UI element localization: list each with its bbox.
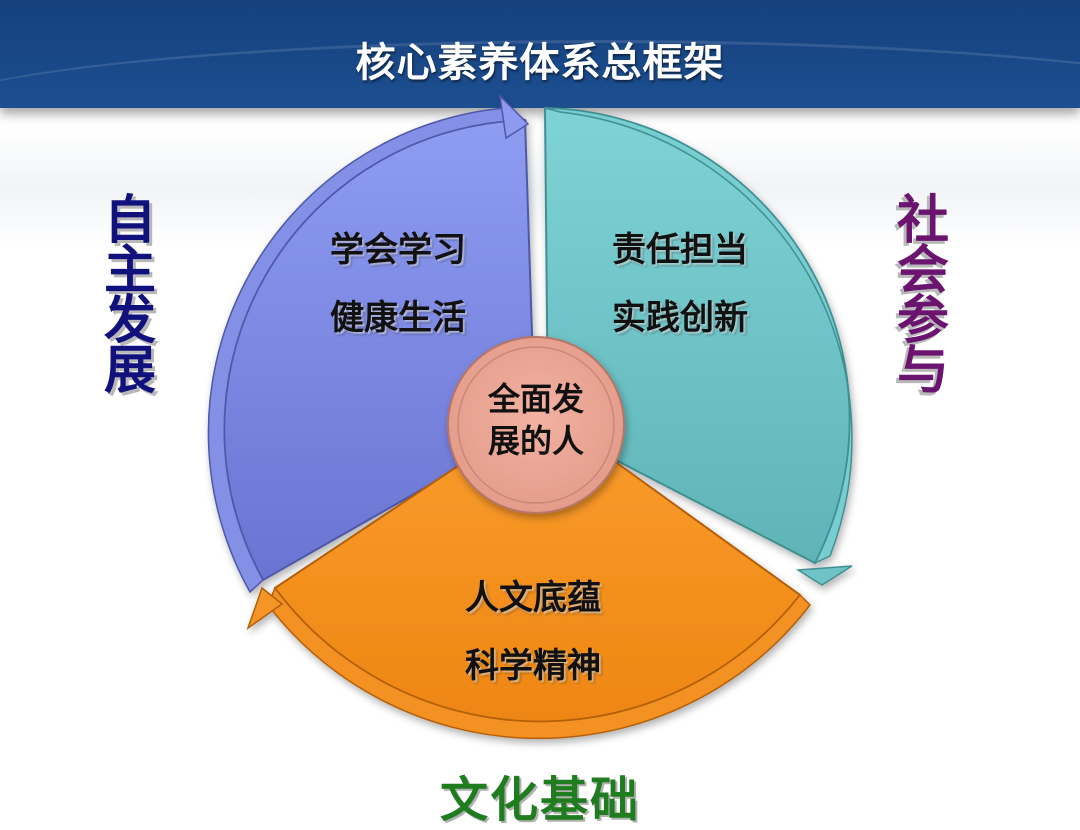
arrow-head-icon: [246, 586, 284, 630]
center-label: 全面发 展的人: [450, 378, 622, 462]
item-learn-to-learn: 学会学习: [330, 230, 466, 270]
label-char: 与: [896, 341, 949, 401]
label-char: 展: [103, 341, 156, 401]
label-char: 自: [103, 191, 156, 251]
background-streak: [0, 130, 1080, 250]
label-char: 会: [896, 241, 949, 301]
label-self-development: 自 主 发 展: [100, 191, 160, 401]
label-char: 主: [103, 241, 156, 301]
item-scientific-spirit: 科学精神: [465, 646, 601, 686]
item-healthy-living: 健康生活: [330, 298, 466, 338]
header-banner: 核心素养体系总框架: [0, 0, 1080, 108]
page-title: 核心素养体系总框架: [355, 40, 725, 86]
label-char: 社: [896, 191, 949, 251]
segment-text-social-participation: 责任担当 实践创新: [600, 232, 760, 368]
arrow-head-icon: [795, 565, 853, 586]
label-social-participation: 社 会 参 与: [893, 191, 953, 401]
center-label-line2: 展的人: [487, 422, 584, 460]
label-char: 发: [103, 291, 156, 351]
item-humanities: 人文底蕴: [465, 578, 601, 618]
label-char: 参: [896, 291, 949, 351]
item-practice-innovation: 实践创新: [612, 298, 748, 338]
cycle-diagram: [207, 93, 853, 740]
segment-text-self-development: 学会学习 健康生活: [318, 232, 478, 368]
item-responsibility: 责任担当: [612, 230, 748, 270]
label-cultural-foundation: 文化基础: [439, 772, 640, 828]
center-label-line1: 全面发: [487, 380, 584, 418]
arrow-head-icon: [498, 93, 530, 140]
center-circle: [447, 336, 625, 514]
header-swoosh-decoration: [0, 40, 1080, 108]
segment-cultural-foundation: [246, 456, 811, 740]
segment-text-cultural-foundation: 人文底蕴 科学精神: [453, 580, 613, 716]
